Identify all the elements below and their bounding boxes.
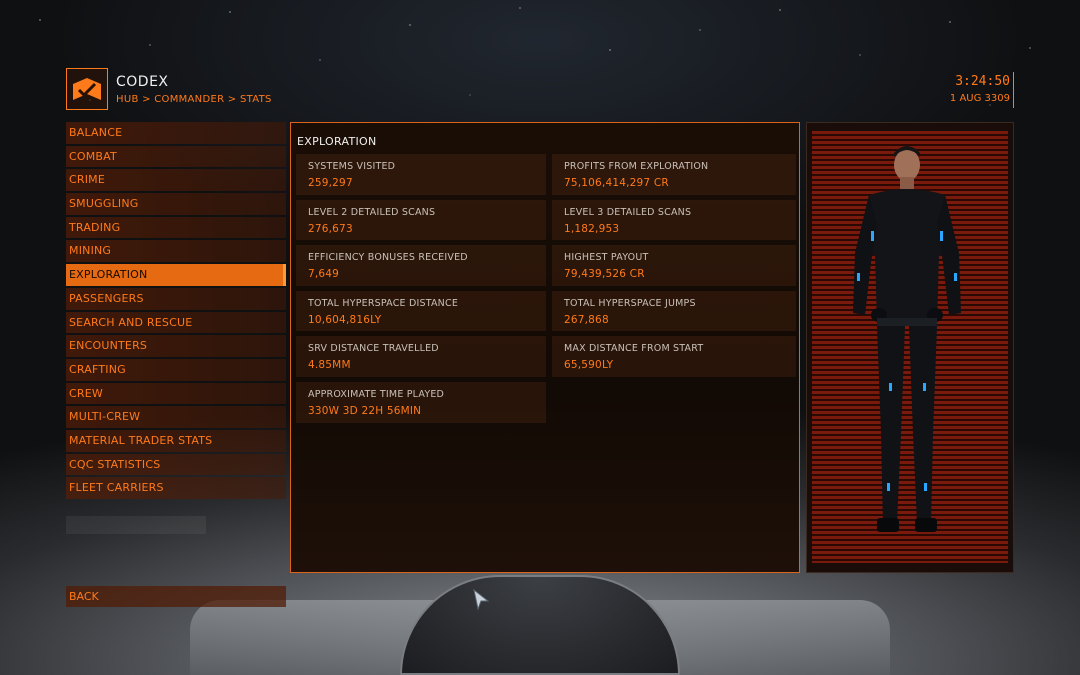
stat-label: SRV DISTANCE TRAVELLED [308,343,439,355]
stat-value: 79,439,526 CR [564,268,645,281]
commander-portrait [806,122,1014,573]
stats-grid: SYSTEMS VISITED 259,297 PROFITS FROM EXP… [296,154,796,423]
breadcrumb: HUB > COMMANDER > STATS [116,94,272,105]
mouse-cursor-icon [473,589,490,611]
game-date: 1 AUG 3309 [949,93,1010,104]
sidebar-item-combat[interactable]: COMBAT [66,145,286,168]
stat-label: PROFITS FROM EXPLORATION [564,161,709,172]
stat-label: SYSTEMS VISITED [308,161,396,172]
stat-total-hyperspace-jumps: TOTAL HYPERSPACE JUMPS 267,868 [552,290,796,332]
stat-profits-from-exploration: PROFITS FROM EXPLORATION 75,106,414,297 … [552,154,796,195]
sidebar-item-material-trader-stats[interactable]: MATERIAL TRADER STATS [66,429,286,452]
sidebar-item-search-and-rescue[interactable]: SEARCH AND RESCUE [66,311,286,334]
sidebar-item-encounters[interactable]: ENCOUNTERS [66,335,286,357]
header-bracket [1011,72,1014,108]
stat-value: 259,297 [308,177,353,189]
sidebar-item-passengers[interactable]: PASSENGERS [66,287,286,310]
sidebar-item-crew[interactable]: CREW [66,382,286,405]
stat-level-2-detailed-scans: LEVEL 2 DETAILED SCANS 276,673 [296,199,546,241]
stat-max-distance-from-start: MAX DISTANCE FROM START 65,590LY [552,336,796,377]
stat-value: 276,673 [308,222,353,235]
stat-label: LEVEL 2 DETAILED SCANS [308,206,436,218]
stat-label: MAX DISTANCE FROM START [564,343,704,355]
back-button[interactable]: BACK [66,586,286,607]
sidebar-item-balance[interactable]: BALANCE [66,122,286,144]
sidebar-item-smuggling[interactable]: SMUGGLING [66,193,286,215]
stat-srv-distance: SRV DISTANCE TRAVELLED 4.85MM [296,336,546,377]
stat-value: 65,590LY [564,359,614,372]
stat-label: HIGHEST PAYOUT [564,252,649,264]
stat-approximate-time-played: APPROXIMATE TIME PLAYED 330W 3D 22H 56MI… [296,381,546,423]
sidebar-item-crafting[interactable]: CRAFTING [66,358,286,381]
sidebar-item-trading[interactable]: TRADING [66,216,286,239]
exploration-stats-panel: EXPLORATION SYSTEMS VISITED 259,297 PROF… [290,122,800,573]
stat-value: 330W 3D 22H 56MIN [308,404,422,417]
stat-value: 7,649 [308,268,340,281]
stat-label: EFFICIENCY BONUSES RECEIVED [308,252,468,264]
game-clock: 3:24:50 [955,74,1010,89]
sidebar-item-exploration[interactable]: EXPLORATION [66,264,286,286]
sidebar-item-cqc-statistics[interactable]: CQC STATISTICS [66,453,286,476]
stats-category-sidebar: BALANCE COMBAT CRIME SMUGGLING TRADING M… [66,122,286,501]
stat-value: 267,868 [564,313,609,326]
stat-value: 10,604,816LY [308,313,382,326]
page-title: CODEX [116,74,169,90]
cockpit-center-console [400,575,680,675]
stat-total-hyperspace-distance: TOTAL HYPERSPACE DISTANCE 10,604,816LY [296,290,546,332]
stat-value: 1,182,953 [564,222,620,235]
stat-value: 4.85MM [308,359,351,372]
sidebar-item-crime[interactable]: CRIME [66,169,286,192]
stat-highest-payout: HIGHEST PAYOUT 79,439,526 CR [552,245,796,286]
sidebar-item-fleet-carriers[interactable]: FLEET CARRIERS [66,477,286,499]
commander-avatar [853,146,961,532]
panel-title: EXPLORATION [297,135,377,148]
stat-value: 75,106,414,297 CR [564,177,669,189]
stat-efficiency-bonuses: EFFICIENCY BONUSES RECEIVED 7,649 [296,245,546,286]
stat-label: LEVEL 3 DETAILED SCANS [564,206,692,218]
stat-label: APPROXIMATE TIME PLAYED [308,388,445,400]
stat-label: TOTAL HYPERSPACE JUMPS [564,297,696,309]
stat-level-3-detailed-scans: LEVEL 3 DETAILED SCANS 1,182,953 [552,199,796,241]
sidebar-shadow [66,516,206,534]
stat-systems-visited: SYSTEMS VISITED 259,297 [296,154,546,195]
codex-book-icon [66,68,108,110]
stat-label: TOTAL HYPERSPACE DISTANCE [308,297,459,309]
sidebar-item-multi-crew[interactable]: MULTI-CREW [66,406,286,428]
sidebar-item-mining[interactable]: MINING [66,240,286,263]
